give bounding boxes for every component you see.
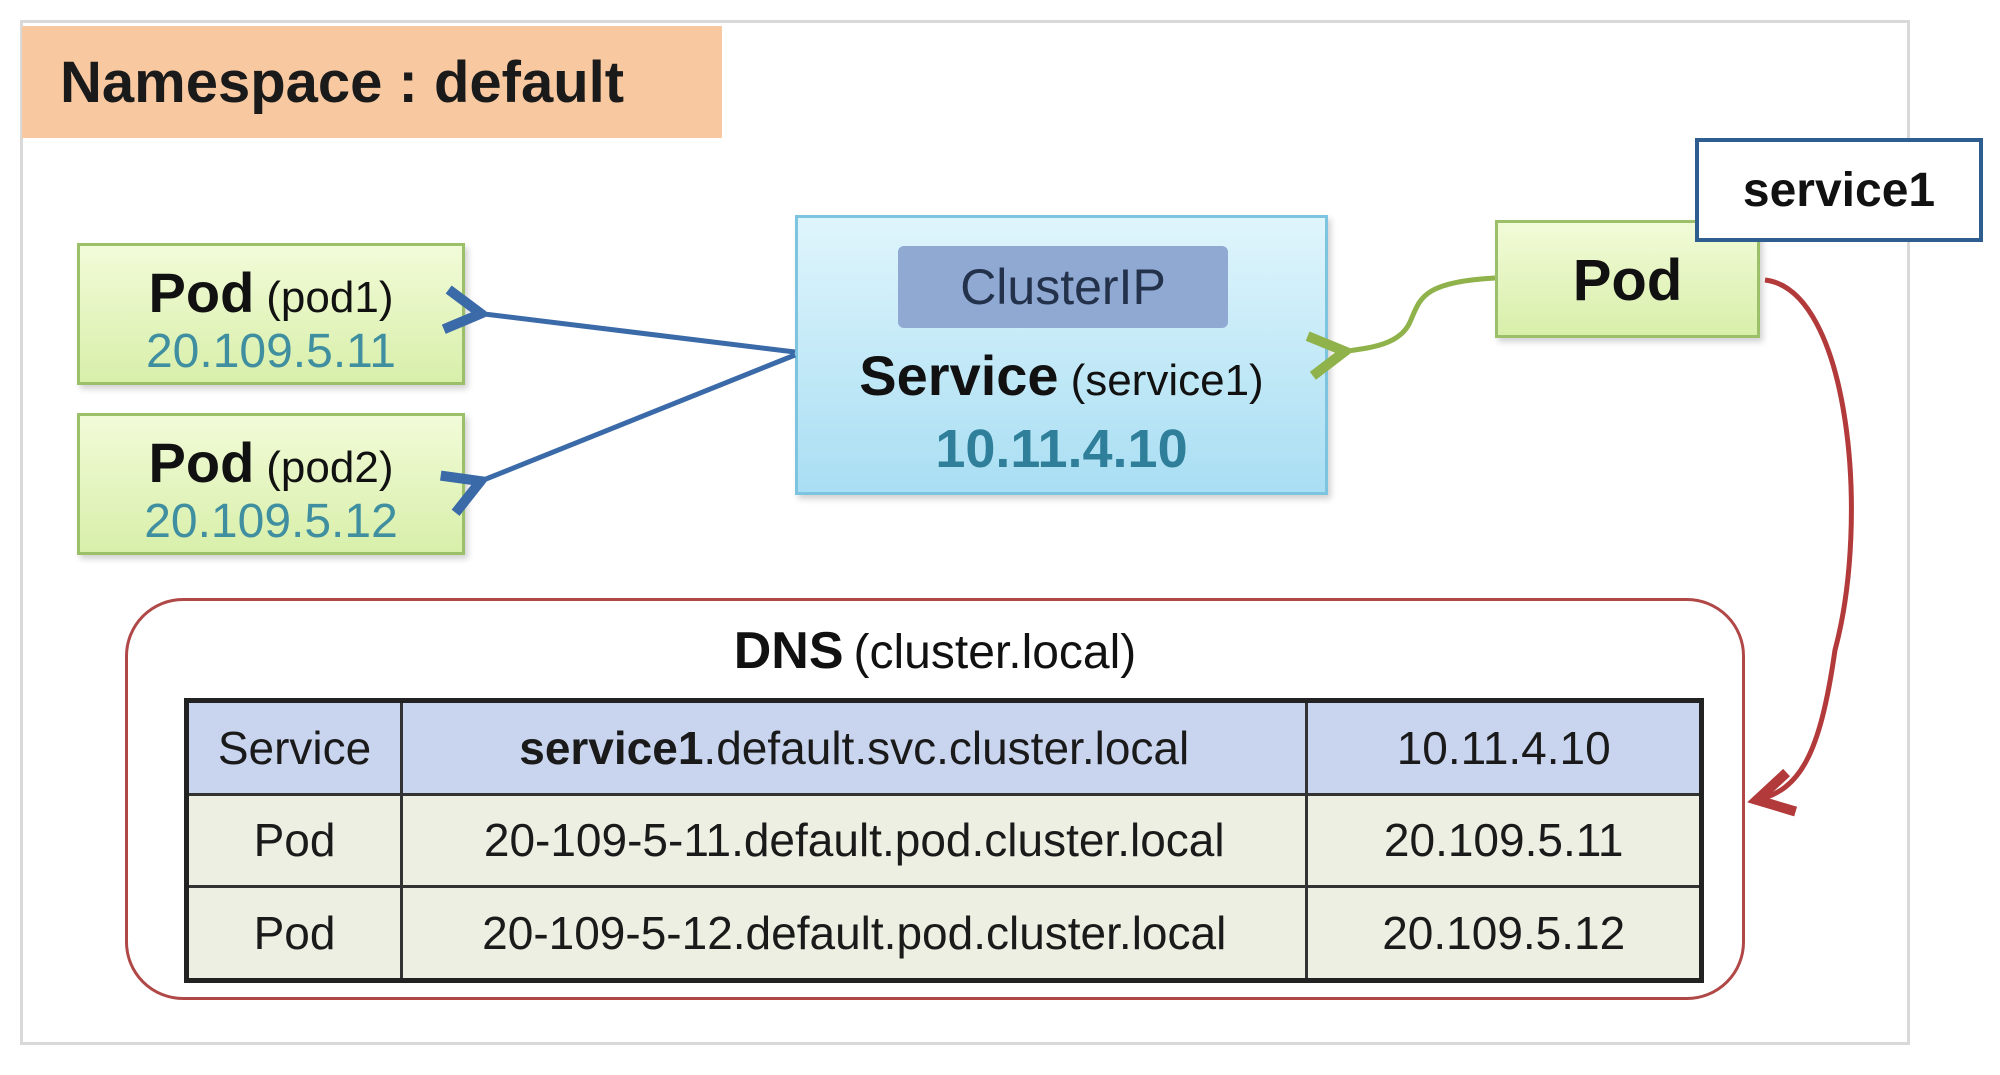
dns-row-fqdn: 20-109-5-12.default.pod.cluster.local [400, 885, 1309, 982]
clusterip-badge-label: ClusterIP [960, 259, 1166, 315]
service-to-pod2-arrow [476, 352, 796, 483]
client-to-service-arrow [1340, 275, 1496, 352]
pod2-name: (pod2) [266, 443, 394, 492]
dns-table-row: Pod 20-109-5-11.default.pod.cluster.loca… [184, 792, 1703, 889]
client-pod-label: Pod [1572, 248, 1683, 313]
service-to-pod1-arrow [476, 313, 796, 355]
dns-title: DNS(cluster.local) [128, 621, 1742, 681]
dns-row-fqdn-rest: .default.svc.cluster.local [703, 721, 1190, 774]
pod1-title: Pod(pod1) [80, 260, 462, 325]
dns-table-row: Service service1.default.svc.cluster.loc… [184, 699, 1703, 796]
dns-row-fqdn: service1.default.svc.cluster.local [400, 699, 1309, 796]
dns-row-ip: 10.11.4.10 [1305, 699, 1703, 796]
service-ip: 10.11.4.10 [935, 419, 1188, 479]
pod1-ip: 20.109.5.11 [145, 325, 396, 378]
client-to-dns-arrow [1757, 277, 1854, 800]
clusterip-badge: ClusterIP [898, 246, 1228, 328]
dns-table: Service service1.default.svc.cluster.loc… [184, 698, 1704, 983]
pod1-box: Pod(pod1) 20.109.5.11 [77, 243, 465, 385]
dns-row-kind: Pod [184, 792, 404, 889]
pod2-box: Pod(pod2) 20.109.5.12 [77, 413, 465, 555]
dns-box: DNS(cluster.local) Service service1.defa… [125, 598, 1745, 1000]
client-pod-service-tag: service1 [1695, 138, 1983, 242]
pod1-title-label: Pod [148, 261, 255, 324]
namespace-label: Namespace : default [22, 26, 722, 138]
dns-row-ip: 20.109.5.12 [1305, 885, 1703, 982]
service-title-label: Service [859, 344, 1059, 407]
dns-row-fqdn-rest: 20-109-5-11.default.pod.cluster.local [483, 814, 1225, 867]
service-title: Service(service1) [798, 343, 1325, 408]
dns-domain: (cluster.local) [853, 626, 1137, 679]
namespace-label-text: Namespace : default [60, 49, 625, 115]
dns-row-kind: Pod [184, 885, 404, 982]
dns-row-fqdn: 20-109-5-11.default.pod.cluster.local [400, 792, 1309, 889]
pod2-ip: 20.109.5.12 [144, 495, 398, 548]
pod2-title-label: Pod [148, 431, 255, 494]
dns-table-row: Pod 20-109-5-12.default.pod.cluster.loca… [184, 885, 1703, 982]
dns-row-kind: Service [184, 699, 404, 796]
service-name: (service1) [1070, 356, 1264, 405]
pod1-name: (pod1) [266, 273, 394, 322]
client-pod-service-tag-label: service1 [1742, 163, 1936, 217]
dns-title-label: DNS [733, 622, 844, 680]
namespace-frame [20, 20, 1910, 1045]
dns-row-ip: 20.109.5.11 [1305, 792, 1703, 889]
dns-row-fqdn-bold: service1 [519, 721, 704, 774]
pod2-title: Pod(pod2) [80, 430, 462, 495]
service-box: ClusterIP Service(service1) 10.11.4.10 [795, 215, 1328, 495]
dns-row-fqdn-rest: 20-109-5-12.default.pod.cluster.local [482, 907, 1227, 960]
